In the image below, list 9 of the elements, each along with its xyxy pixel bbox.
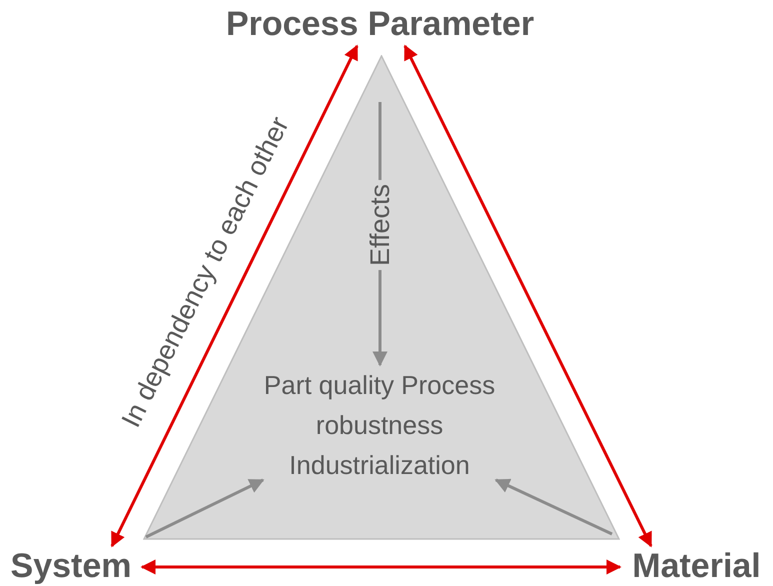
arrow [372, 102, 388, 366]
arrow [494, 478, 613, 536]
arrow [145, 478, 264, 538]
double-arrow [404, 44, 652, 548]
vertex-label: System [0, 546, 142, 586]
double-arrow [110, 44, 358, 548]
vertex-label: Process Parameter [212, 2, 548, 46]
vertex-label: Material [620, 546, 773, 586]
double-arrow [140, 560, 622, 574]
